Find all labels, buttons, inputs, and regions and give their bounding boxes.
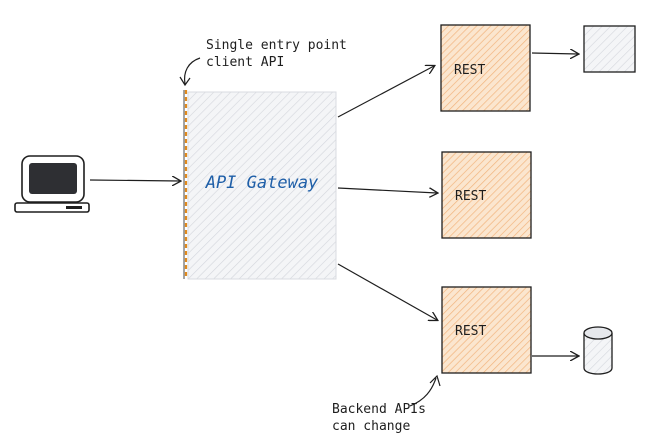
backend-annotation: Backend APIs can change [332,374,441,434]
gateway-label: API Gateway [205,173,319,193]
rest-service-2-label: REST [455,189,486,204]
computer-icon [14,155,90,213]
rest-service-1: REST [440,24,531,112]
api-gateway-box: API Gateway [183,90,337,280]
rest-service-1-label: REST [454,63,485,78]
backend-line-2: can change [332,419,410,434]
entry-point-line-1: Single entry point [206,38,347,53]
gateway-to-rest-1-arrow [337,66,434,118]
service-box-icon [583,25,636,73]
entry-point-annotation: Single entry point client API [179,38,347,87]
gateway-to-rest-2-arrow [337,187,437,193]
gateway-to-rest-3-arrow [337,263,437,320]
client-to-gateway-arrow [89,180,180,181]
entry-point-line-2: client API [206,55,284,70]
rest-service-2: REST [441,151,532,239]
database-icon [583,326,613,375]
backend-line-1: Backend APIs [332,402,426,417]
rest-1-to-service-box-arrow [531,53,578,54]
rest-service-3: REST [441,286,532,374]
rest-service-3-label: REST [455,324,486,339]
